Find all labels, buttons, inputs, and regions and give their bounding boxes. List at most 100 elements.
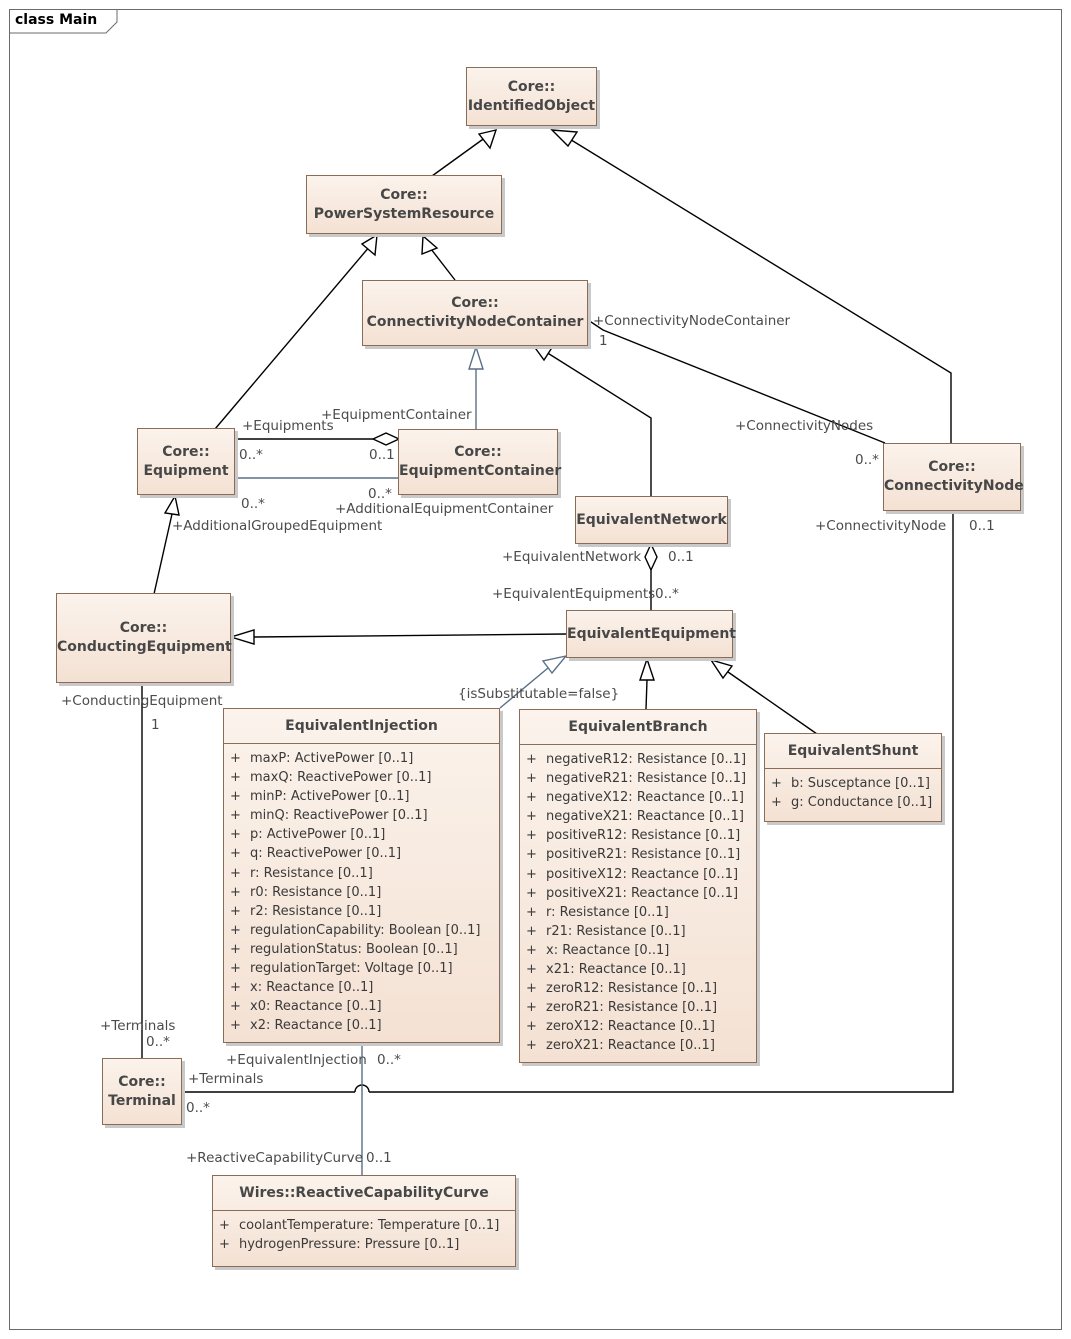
constraint-label: {isSubstitutable=false} — [458, 686, 620, 702]
multiplicity-label: 0..* — [146, 1034, 170, 1050]
class-name: Equipment — [143, 462, 229, 479]
aggregation-diamond-en-ee — [644, 542, 658, 572]
arrowhead-ee-ce — [228, 629, 255, 645]
attribute-row: +negativeX21: Reactance [0..1] — [526, 809, 744, 825]
generalization-cn-io — [567, 137, 952, 443]
class-stereo: Core:: — [454, 444, 502, 460]
class-connectivity-node[interactable]: Core:: ConnectivityNode — [883, 443, 1024, 511]
attribute-row: +positiveX12: Reactance [0..1] — [526, 866, 739, 882]
role-label: +ConnectivityNodeContainer — [593, 313, 791, 329]
role-label: +EquivalentInjection — [226, 1052, 367, 1068]
class-name: EquivalentShunt — [787, 743, 919, 759]
arrowhead-en-cnc — [531, 344, 555, 362]
class-terminal[interactable]: Core:: Terminal — [102, 1058, 182, 1125]
class-stereo: Core:: — [507, 78, 556, 95]
frame-title: class Main — [15, 12, 98, 28]
arrowhead-ei-ee — [541, 654, 568, 675]
role-label: +EquivalentNetwork — [502, 549, 642, 565]
attribute-row: +coolantTemperature: Temperature [0..1] — [219, 1218, 500, 1233]
class-equivalent-equipment[interactable]: EquivalentEquipment — [566, 610, 736, 658]
attribute-row: +positiveX21: Reactance [0..1] — [526, 885, 739, 901]
class-equivalent-network[interactable]: EquivalentNetwork — [575, 496, 728, 544]
arrowhead-ce-eq — [163, 494, 180, 516]
multiplicity-label: 0..* — [368, 486, 392, 502]
multiplicity-label: 0..1 — [668, 549, 694, 565]
class-power-system-resource[interactable]: Core:: PowerSystemResource — [306, 175, 502, 234]
class-identified-object[interactable]: Core:: IdentifiedObject — [466, 67, 597, 126]
attribute-row: +zeroX12: Reactance [0..1] — [526, 1019, 715, 1035]
class-name: Terminal — [108, 1092, 176, 1109]
class-stereo: Core:: — [118, 1073, 166, 1090]
attribute-row: +g: Conductance [0..1] — [771, 795, 933, 811]
multiplicity-label: 1 — [599, 333, 608, 349]
role-label: +ReactiveCapabilityCurve — [186, 1150, 363, 1166]
attribute-row: +maxQ: ReactivePower [0..1] — [230, 770, 432, 786]
multiplicity-label: 0..1 — [969, 518, 995, 534]
attribute-row: +positiveR12: Resistance [0..1] — [526, 828, 741, 844]
arrowhead-es-ee — [709, 658, 734, 680]
attribute-row: +positiveR21: Resistance [0..1] — [526, 847, 741, 863]
attribute-row: +negativeR21: Resistance [0..1] — [526, 771, 747, 787]
attribute-row: +r21: Resistance [0..1] — [526, 923, 686, 939]
attribute-compartment: +negativeR12: Resistance [0..1] +negativ… — [520, 744, 756, 1056]
generalization-psr-io — [431, 136, 487, 177]
role-label: +EquipmentContainer — [321, 407, 472, 423]
diagram-frame — [9, 9, 1062, 1330]
attribute-row: +zeroX21: Reactance [0..1] — [526, 1038, 715, 1054]
class-equivalent-shunt[interactable]: EquivalentShunt +b: Susceptance [0..1] +… — [764, 733, 942, 822]
class-name: IdentifiedObject — [467, 97, 596, 114]
class-conducting-equipment[interactable]: Core:: ConductingEquipment — [56, 593, 232, 683]
attribute-row: +negativeX12: Reactance [0..1] — [526, 790, 744, 806]
generalization-cnc-psr — [430, 248, 456, 281]
aggregation-diamond-equipment-container — [371, 432, 401, 446]
class-equivalent-injection[interactable]: EquivalentInjection +maxP: ActivePower [… — [223, 708, 500, 1043]
class-equipment[interactable]: Core:: Equipment — [137, 428, 235, 495]
attribute-row: +p: ActivePower [0..1] — [230, 827, 386, 843]
multiplicity-label: 0..* — [855, 452, 879, 468]
attribute-row: +hydrogenPressure: Pressure [0..1] — [219, 1237, 460, 1253]
class-name: EquivalentInjection — [285, 718, 438, 734]
attribute-row: +q: ReactivePower [0..1] — [230, 846, 402, 862]
attribute-row: +r: Resistance [0..1] — [526, 904, 669, 920]
attribute-row: +x21: Reactance [0..1] — [526, 962, 686, 978]
class-equivalent-branch[interactable]: EquivalentBranch +negativeR12: Resistanc… — [519, 709, 757, 1063]
attribute-row: +x: Reactance [0..1] — [230, 980, 374, 996]
role-label: +ConnectivityNode — [815, 518, 947, 534]
class-stereo: Core:: — [119, 620, 168, 636]
attribute-row: +x: Reactance [0..1] — [526, 942, 670, 958]
class-name: EquivalentNetwork — [576, 511, 727, 528]
arrowhead-ec-cnc — [468, 344, 484, 370]
class-reactive-capability-curve[interactable]: Wires::ReactiveCapabilityCurve +coolantT… — [212, 1175, 516, 1267]
class-equipment-container[interactable]: Core:: EquipmentContainer — [398, 429, 562, 495]
attribute-row: +regulationTarget: Voltage [0..1] — [230, 961, 453, 977]
frame-title-tab: class Main — [9, 9, 119, 34]
role-label: +Terminals — [100, 1018, 176, 1034]
association-terminal-cn-b — [369, 512, 954, 1093]
association-cnc-cn — [587, 319, 886, 444]
attribute-row: +regulationStatus: Boolean [0..1] — [230, 941, 458, 957]
attribute-row: +minP: ActivePower [0..1] — [230, 789, 410, 805]
attribute-row: +x2: Reactance [0..1] — [230, 1018, 382, 1034]
arrowhead-eb-ee — [639, 656, 655, 681]
class-stereo: Core:: — [162, 443, 210, 460]
generalization-ce-eq — [153, 513, 173, 595]
attribute-row: +regulationCapability: Boolean [0..1] — [230, 922, 481, 938]
multiplicity-label: 1 — [151, 717, 160, 733]
attribute-compartment: +b: Susceptance [0..1] +g: Conductance [… — [765, 768, 941, 812]
class-name: EquivalentEquipment — [567, 625, 736, 642]
class-stereo: Core:: — [451, 295, 499, 311]
attribute-row: +r0: Resistance [0..1] — [230, 884, 382, 900]
class-connectivity-node-container[interactable]: Core:: ConnectivityNodeContainer — [362, 280, 588, 346]
class-name: ConnectivityNode — [884, 478, 1024, 494]
generalization-es-ee — [727, 671, 818, 735]
class-name: EquivalentBranch — [568, 719, 708, 735]
attribute-row: +r2: Resistance [0..1] — [230, 903, 382, 919]
class-name: ConnectivityNodeContainer — [366, 314, 584, 330]
generalization-eb-ee — [645, 679, 648, 710]
role-label: +AdditionalGroupedEquipment — [172, 518, 383, 534]
class-name: Wires::ReactiveCapabilityCurve — [239, 1185, 489, 1201]
class-name: EquipmentContainer — [399, 463, 562, 479]
class-name: ConductingEquipment — [57, 639, 232, 655]
multiplicity-label: 0..1 — [369, 447, 395, 463]
arrowhead-cnc-psr — [421, 234, 439, 256]
